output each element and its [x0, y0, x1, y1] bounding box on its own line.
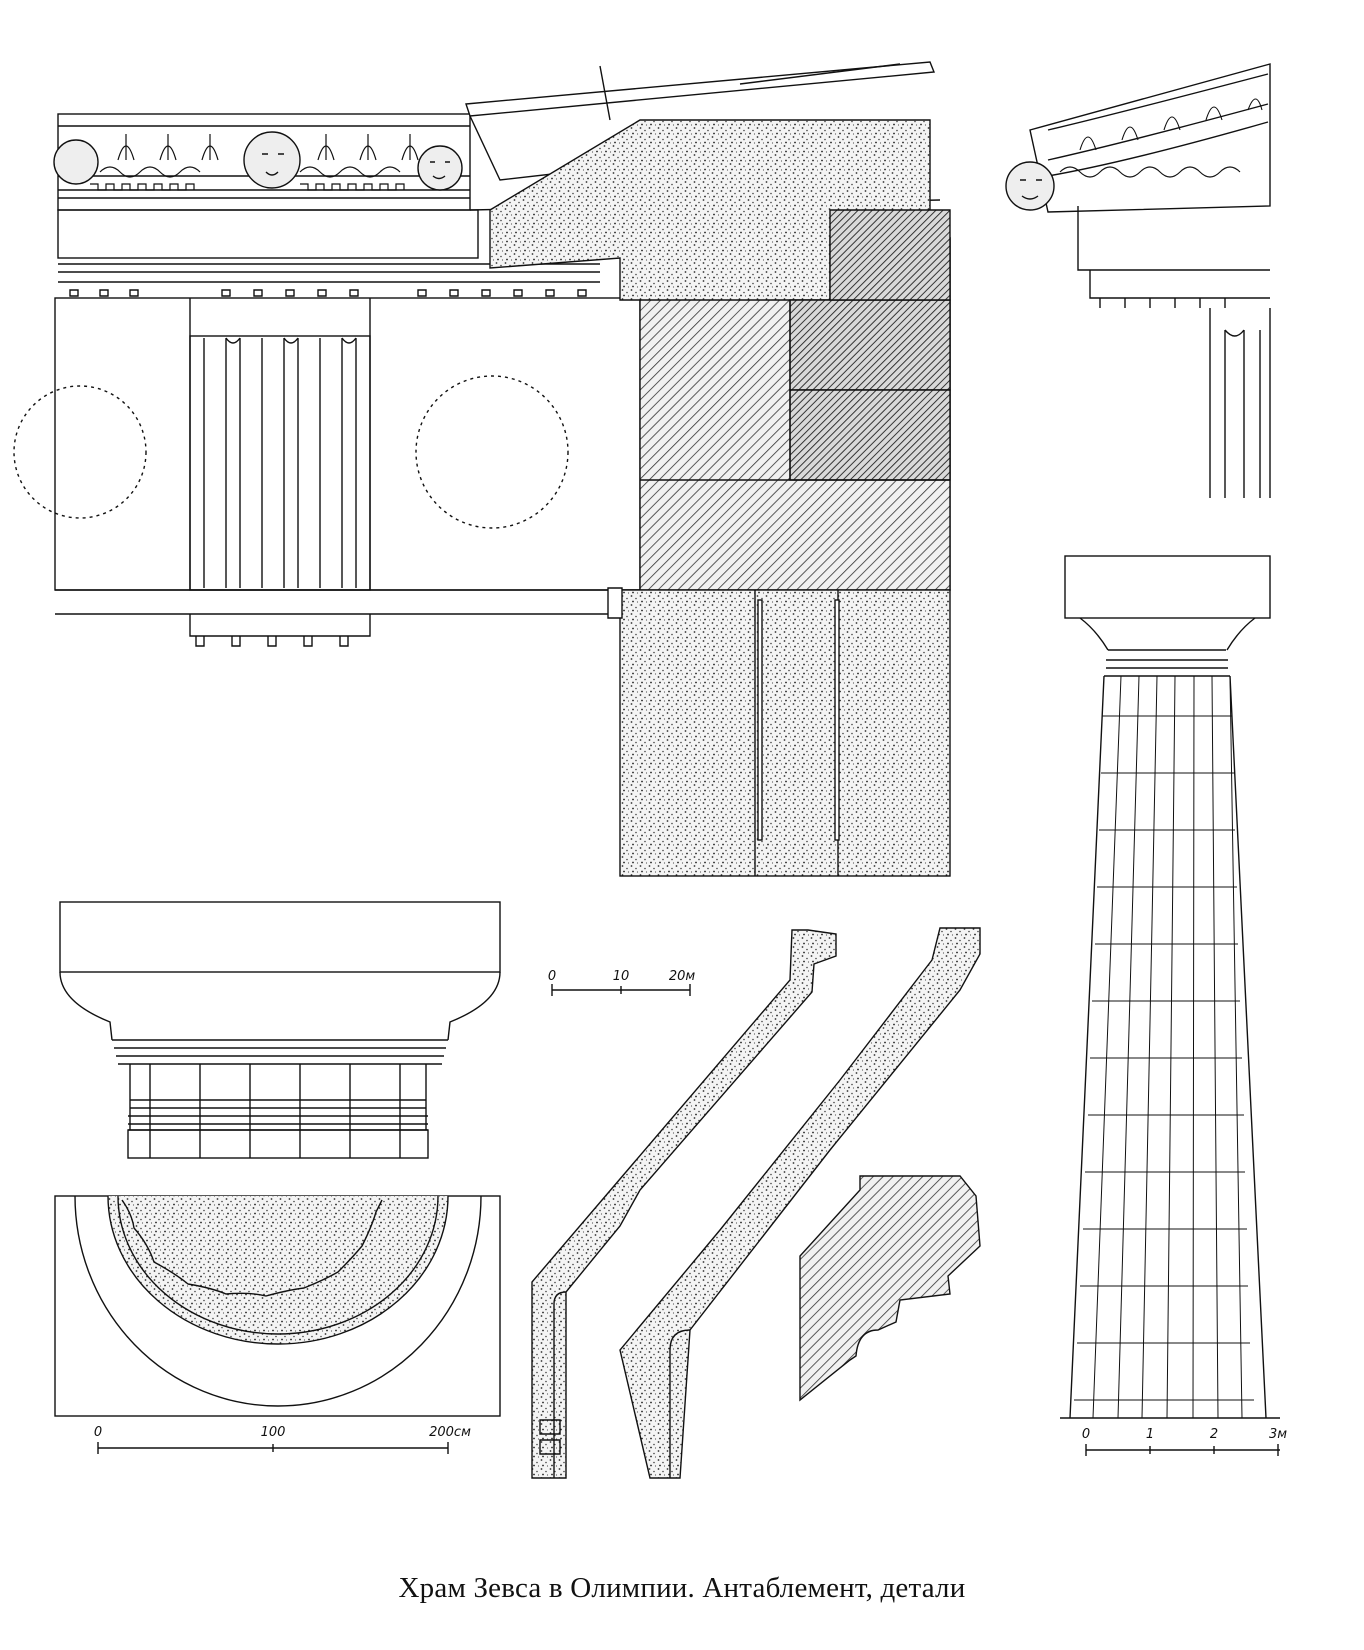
scale-capital-tick-1: 100	[261, 1425, 286, 1440]
capital-plan	[54, 1195, 501, 1417]
triglyph	[189, 335, 371, 591]
metope-shield-right	[415, 375, 569, 529]
scale-bar-capital	[97, 1442, 449, 1454]
capital-elevation	[59, 901, 501, 1159]
scale-column-tick-1: 1	[1146, 1427, 1154, 1442]
column-top-section	[607, 587, 951, 877]
column-elevation	[1060, 555, 1280, 1419]
cornice-profile-detail	[799, 1175, 981, 1402]
frieze	[54, 297, 646, 591]
scale-column-tick-2: 2	[1210, 1427, 1218, 1442]
cornice-profile-left	[531, 929, 837, 1479]
figure-caption: Храм Зевса в Олимпии. Антаблемент, детал…	[398, 1572, 966, 1604]
column-abacus	[1064, 555, 1271, 619]
entablature-elevation	[13, 61, 951, 877]
scale-entablature-tick-2: 20м	[669, 969, 696, 984]
scale-bar-column	[1085, 1444, 1280, 1456]
scale-bar-entablature	[551, 984, 691, 996]
cornice-profile-right	[619, 927, 981, 1479]
column-flutes	[1074, 675, 1254, 1419]
scale-entablature-tick-0: 0	[548, 969, 556, 984]
corner-elevation	[1005, 63, 1271, 498]
sima-ornament-band	[53, 113, 471, 211]
capital-abacus	[59, 901, 501, 973]
scale-capital-tick-2: 200см	[429, 1425, 471, 1440]
geison	[57, 209, 479, 259]
metope-shield-left	[13, 385, 147, 519]
scale-column-tick-3: 3м	[1269, 1427, 1287, 1442]
scale-capital-tick-0: 0	[94, 1425, 102, 1440]
entablature-section	[489, 119, 951, 591]
scale-column-tick-0: 0	[1082, 1427, 1090, 1442]
scale-entablature-tick-1: 10	[613, 969, 630, 984]
